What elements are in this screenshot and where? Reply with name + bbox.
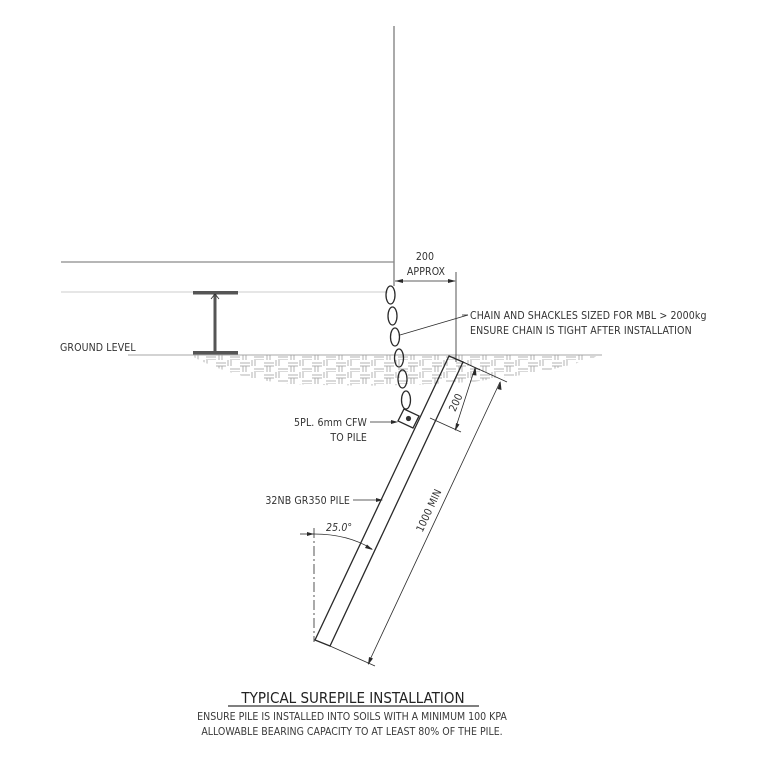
structure-outline [61,26,395,293]
length-dim-line [367,381,501,665]
weld-note: 5PL. 6mm CFW TO PILE [294,417,398,444]
weld-plate-body [397,408,420,429]
chain-note-leader [399,314,469,336]
plate-dim-line [454,367,476,431]
arrow-down-icon [368,657,373,665]
plate-dim-value: 200 [447,392,466,414]
length-dim-ext-top [462,361,508,383]
i-beam-web [213,294,217,352]
i-beam-bottom-flange [193,351,238,355]
drawing-title: TYPICAL SUREPILE INSTALLATION [240,689,464,707]
arrow-up-icon [497,381,502,390]
i-beam-top-flange [193,291,238,295]
offset-dimension: 200 APPROX [395,251,457,362]
weld-plate [397,408,420,429]
chain-note-line1: CHAIN AND SHACKLES SIZED FOR MBL > 2000k… [470,310,707,322]
title-block: TYPICAL SUREPILE INSTALLATION ENSURE PIL… [197,689,507,738]
weld-note-line1: 5PL. 6mm CFW [294,417,368,429]
pile-length-dimension: 1000 MIN [329,361,508,667]
angle-annotation: 25.0° [300,522,373,642]
arrow-up-icon [472,367,477,376]
angle-value: 25.0° [326,522,352,534]
pile-spec-label: 32NB GR350 PILE [265,495,350,507]
chain-icon [385,285,412,410]
note-line-1: ENSURE PILE IS INSTALLED INTO SOILS WITH… [197,711,507,723]
arrow-right-icon [376,498,383,502]
i-beam-post [193,291,238,355]
arrow-left-icon [395,279,403,283]
note-line-2: ALLOWABLE BEARING CAPACITY TO AT LEAST 8… [201,726,502,738]
ground-level-label: GROUND LEVEL [60,342,136,354]
arrow-right-icon [365,544,373,550]
arrow-down-icon [455,423,460,431]
pile-spec-note: 32NB GR350 PILE [265,495,383,507]
offset-dim-suffix: APPROX [407,266,446,278]
offset-dim-value: 200 [416,251,434,263]
arrow-right-icon [391,420,398,424]
shackle-pin-icon [405,415,412,422]
chain-note-line2: ENSURE CHAIN IS TIGHT AFTER INSTALLATION [470,325,692,337]
chain-note: CHAIN AND SHACKLES SIZED FOR MBL > 2000k… [399,310,707,337]
arrow-right-icon [448,279,456,283]
length-dim-ext-bottom [329,645,376,667]
arrow-right-icon [307,532,314,536]
weld-note-line2: TO PILE [329,432,367,444]
